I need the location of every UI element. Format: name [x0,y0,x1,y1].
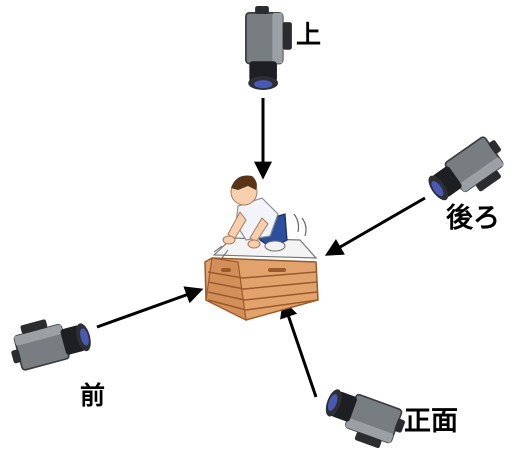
front-camera-label: 前 [80,381,106,410]
face-camera-label: 正面 [404,406,458,437]
top-camera-icon [245,5,293,91]
arrow-from-front [96,286,204,329]
front-camera-icon [4,308,95,374]
arrow-from-back [324,196,426,256]
face-camera-icon [317,384,410,453]
vaulting-box [204,237,319,322]
arrow-from-face [280,299,318,398]
top-camera-label: 上 [296,20,322,49]
child-jumper [213,175,307,259]
back-camera-label: 後ろ [446,203,500,234]
back-camera-icon [422,131,516,216]
